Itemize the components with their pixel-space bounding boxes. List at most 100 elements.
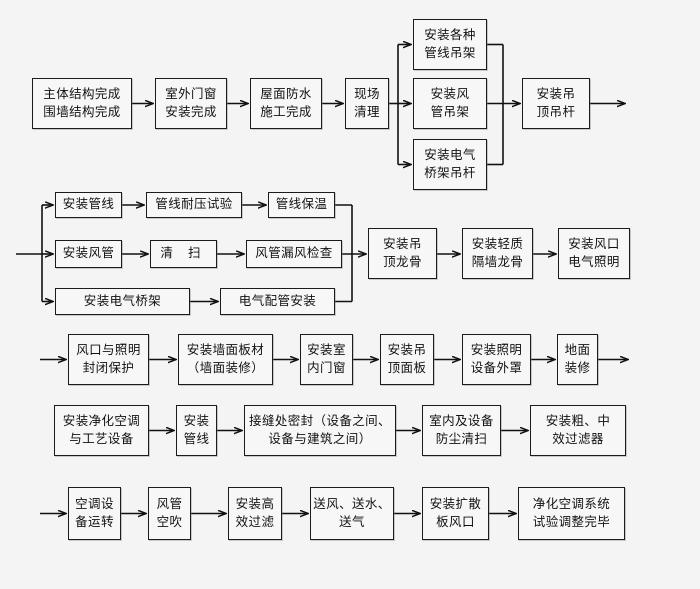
process-box-label: 安装各种	[424, 28, 476, 43]
process-box-n29[interactable]: 室内及设备防尘清扫	[422, 405, 501, 456]
process-box-label: 隔墙龙骨	[471, 254, 524, 269]
process-box-label: 装修	[564, 360, 591, 375]
process-box-n32[interactable]: 风管空吹	[148, 487, 191, 540]
process-box-label: 设备与建筑之间）	[268, 431, 372, 446]
process-box-label: 内门窗	[307, 360, 346, 375]
process-box-label: 安装吊	[387, 343, 427, 358]
process-box-label: 风管	[156, 497, 183, 512]
process-box-label: 室内及设备	[429, 414, 494, 429]
process-box-n11[interactable]: 管线保温	[268, 192, 335, 218]
process-box-n23[interactable]: 安装吊顶面板	[380, 334, 434, 385]
process-box-label: 清 扫	[160, 246, 207, 261]
process-box-label: 风管漏风检查	[255, 246, 333, 261]
process-box-n16[interactable]: 电气配管安装	[220, 288, 335, 315]
process-box-label: 净化空调系统	[532, 497, 611, 512]
process-box-label: 空吹	[156, 514, 183, 529]
process-box-label: 清理	[354, 104, 380, 119]
process-box-label: 管吊架	[430, 104, 470, 119]
process-box-n26[interactable]: 安装净化空调与工艺设备	[54, 405, 149, 456]
process-box-label: 安装墙面板材	[186, 343, 265, 358]
process-box-n22[interactable]: 安装室内门窗	[300, 334, 353, 385]
process-box-label: 顶面板	[387, 360, 427, 375]
process-box-n7[interactable]: 安装电气桥架吊杆	[413, 139, 487, 190]
process-box-label: 效过滤器	[552, 431, 604, 446]
process-box-label: 安装吊	[383, 237, 422, 252]
process-box-label: 安装电气桥架	[83, 293, 162, 308]
process-box-label: 管线吊架	[424, 45, 476, 60]
process-box-label: 送风、送水、	[313, 497, 391, 512]
process-box-label: 顶龙骨	[383, 254, 422, 269]
process-box-n3[interactable]: 屋面防水施工完成	[250, 78, 322, 129]
process-box-n4[interactable]: 现场清理	[345, 78, 389, 129]
process-box-label: 封闭保护	[82, 360, 135, 375]
process-box-n8[interactable]: 安装吊顶吊杆	[522, 78, 590, 129]
process-box-label: 围墙结构完成	[43, 104, 121, 119]
process-box-label: 桥架吊杆	[424, 165, 476, 180]
process-box-n21[interactable]: 安装墙面板材 （墙面装修）	[178, 334, 273, 385]
process-box-label: 顶吊杆	[536, 104, 576, 119]
process-box-label: 与工艺设备	[69, 431, 134, 446]
process-box-n14[interactable]: 风管漏风检查	[246, 240, 342, 268]
process-box-label: 安装风	[430, 87, 470, 102]
process-box-label: 主体结构完成	[43, 87, 121, 102]
process-box-label: 送气	[339, 514, 365, 529]
process-box-label: 安装风管	[62, 246, 115, 261]
process-box-label: 安装管线	[62, 197, 115, 212]
process-box-n9[interactable]: 安装管线	[55, 192, 122, 218]
process-box-n17[interactable]: 安装吊顶龙骨	[368, 228, 437, 279]
process-box-n25[interactable]: 地面装修	[557, 334, 598, 385]
process-box-n13[interactable]: 清 扫	[150, 240, 217, 268]
process-box-n6[interactable]: 安装风管吊架	[413, 78, 487, 129]
process-box-label: 试验调整完毕	[532, 514, 611, 529]
process-box-label: 安装高	[235, 497, 275, 512]
process-box-n30[interactable]: 安装粗、中效过滤器	[530, 405, 626, 456]
process-box-n2[interactable]: 室外门窗安装完成	[155, 78, 227, 129]
process-box-n24[interactable]: 安装照明设备外罩	[462, 334, 531, 385]
process-box-n20[interactable]: 风口与照明封闭保护	[68, 334, 149, 385]
process-box-label: 效过滤	[235, 514, 275, 529]
process-box-label: 管线	[183, 431, 210, 446]
process-box-label: 备运转	[75, 514, 114, 529]
process-box-label: 安装吊	[536, 87, 576, 102]
process-box-label: 安装室	[307, 343, 346, 358]
process-box-label: 风口与照明	[76, 343, 141, 358]
process-box-n1[interactable]: 主体结构完成围墙结构完成	[32, 78, 132, 129]
process-box-n28[interactable]: 接缝处密封（设备之间、设备与建筑之间）	[244, 405, 396, 456]
process-box-n18[interactable]: 安装轻质隔墙龙骨	[462, 228, 533, 279]
process-box-label: 安装完成	[165, 104, 217, 119]
process-box-n5[interactable]: 安装各种管线吊架	[413, 19, 487, 70]
process-box-n34[interactable]: 送风、送水、送气	[310, 487, 394, 540]
process-box-label: 安装风口	[568, 237, 620, 252]
process-box-label: 电气配管安装	[238, 293, 317, 308]
process-box-label: 施工完成	[260, 104, 312, 119]
process-box-n36[interactable]: 净化空调系统试验调整完毕	[518, 487, 625, 540]
process-box-n35[interactable]: 安装扩散板风口	[422, 487, 489, 540]
process-box-label: 板风口	[436, 514, 475, 529]
process-box-n27[interactable]: 安装管线	[176, 405, 217, 456]
process-box-label: 电气照明	[568, 254, 620, 269]
process-box-label: 接缝处密封（设备之间、	[249, 414, 391, 429]
process-box-n31[interactable]: 空调设备运转	[68, 487, 121, 540]
process-box-label: 安装净化空调	[62, 414, 141, 429]
process-box-n12[interactable]: 安装风管	[55, 240, 122, 268]
process-box-label: 屋面防水	[260, 87, 312, 102]
process-box-n15[interactable]: 安装电气桥架	[55, 288, 190, 315]
process-box-n10[interactable]: 管线耐压试验	[146, 192, 242, 218]
process-box-label: 管线耐压试验	[155, 197, 233, 212]
process-box-label: 管线保温	[275, 197, 328, 212]
process-box-label: 空调设	[75, 497, 114, 512]
process-box-label: 现场	[354, 87, 380, 102]
process-box-label: 安装照明	[470, 343, 523, 358]
process-box-label: 室外门窗	[165, 87, 217, 102]
process-box-label: （墙面装修）	[186, 360, 265, 375]
process-box-label: 安装轻质	[471, 237, 524, 252]
process-box-n19[interactable]: 安装风口电气照明	[558, 228, 630, 279]
process-box-label: 设备外罩	[470, 360, 523, 375]
process-box-n33[interactable]: 安装高效过滤	[228, 487, 282, 540]
process-box-label: 防尘清扫	[435, 431, 488, 446]
process-box-label: 安装扩散	[429, 497, 482, 512]
process-box-label: 地面	[564, 343, 591, 358]
process-box-label: 安装粗、中	[545, 414, 611, 429]
process-box-label: 安装	[183, 414, 210, 429]
